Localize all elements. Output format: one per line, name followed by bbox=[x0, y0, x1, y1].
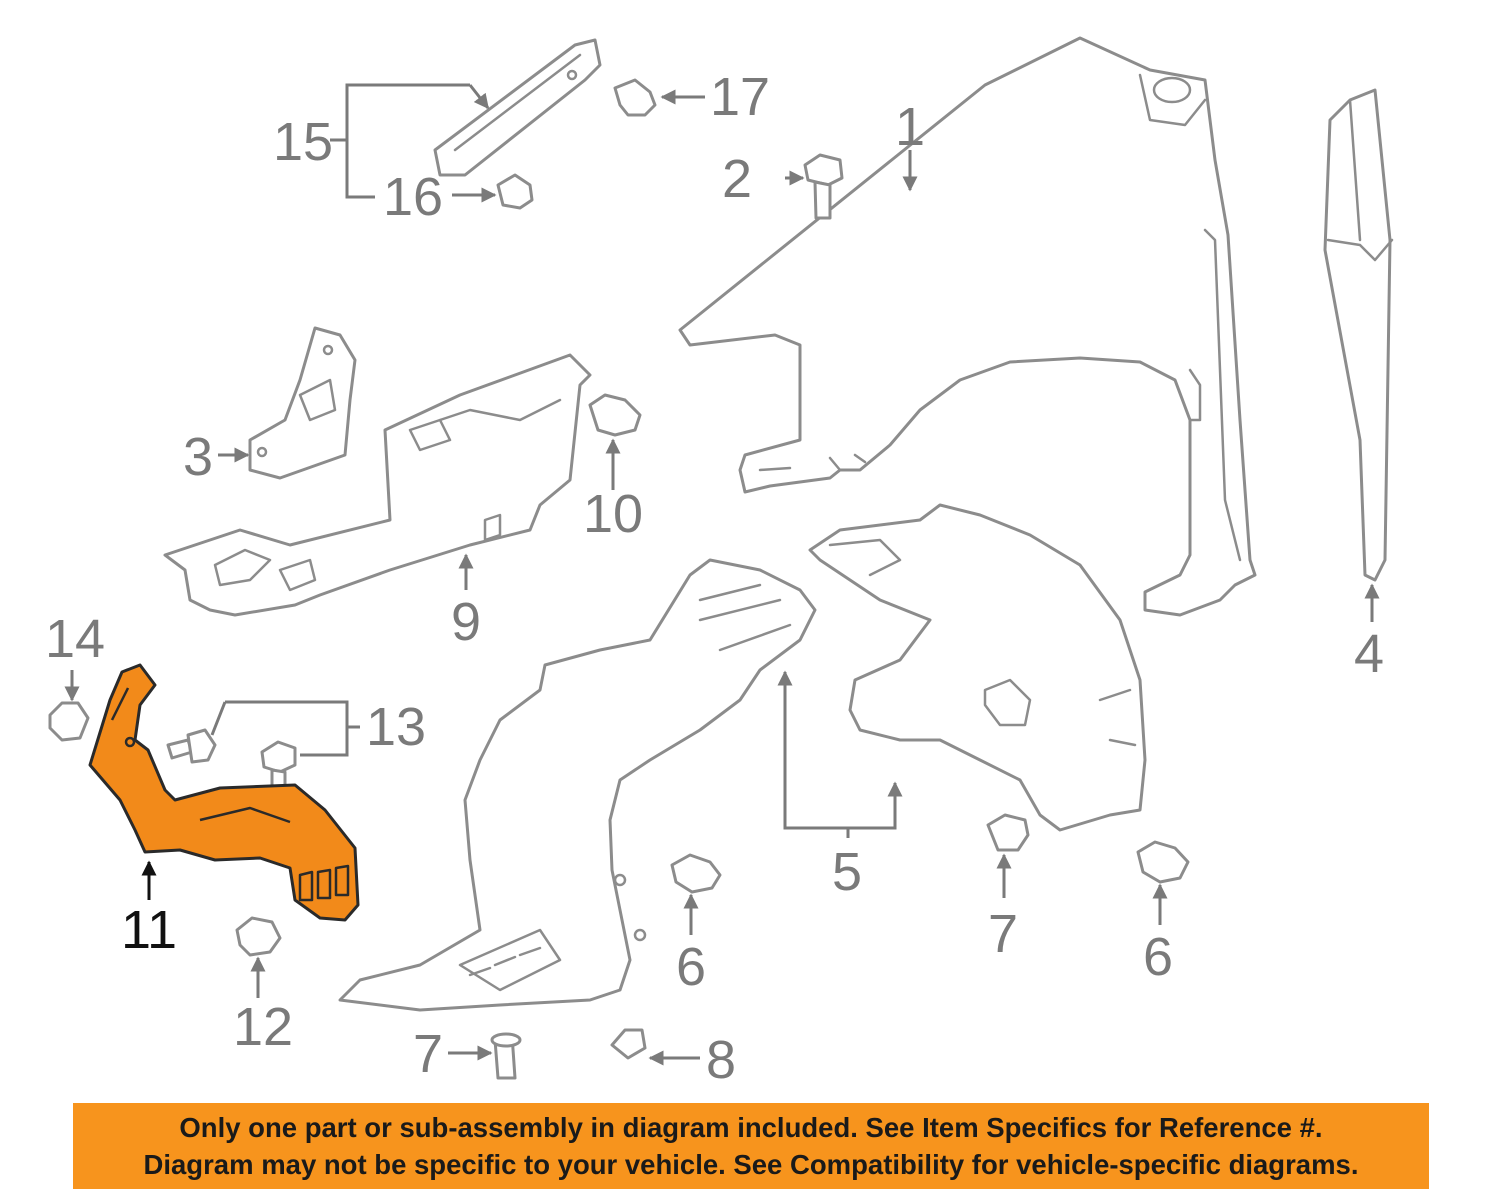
callout-13: 13 bbox=[366, 697, 426, 757]
liner-part-5 bbox=[338, 503, 1147, 1012]
bracket-part-15 bbox=[433, 38, 602, 177]
clip-part-7-bottom bbox=[490, 1032, 522, 1080]
callout-7-right: 7 bbox=[988, 904, 1018, 964]
clip-part-7-right bbox=[986, 813, 1030, 852]
clip-part-17 bbox=[613, 78, 657, 117]
callout-7-bottom: 7 bbox=[413, 1024, 443, 1080]
callout-14: 14 bbox=[45, 609, 105, 669]
callout-4: 4 bbox=[1354, 624, 1384, 684]
callout-10: 10 bbox=[583, 484, 643, 544]
disclaimer-banner: Only one part or sub-assembly in diagram… bbox=[73, 1103, 1429, 1189]
callout-8: 8 bbox=[706, 1030, 736, 1080]
bolt-part-2 bbox=[803, 153, 844, 220]
clip-part-10 bbox=[588, 393, 642, 437]
clip-part-12 bbox=[235, 916, 282, 957]
nut-part-14 bbox=[48, 701, 90, 742]
callout-3: 3 bbox=[183, 427, 213, 487]
seal-part-4 bbox=[1323, 88, 1394, 582]
callout-9: 9 bbox=[451, 592, 481, 652]
callout-2: 2 bbox=[722, 149, 752, 209]
bolt-part-13-left bbox=[166, 728, 217, 764]
callout-12: 12 bbox=[233, 997, 293, 1057]
callout-17: 17 bbox=[710, 67, 770, 127]
callout-11: 11 bbox=[121, 900, 177, 960]
clip-part-6-left bbox=[670, 853, 722, 894]
bracket-part-11-highlighted bbox=[88, 663, 360, 922]
clip-part-6-right bbox=[1136, 840, 1190, 884]
callout-5: 5 bbox=[832, 842, 862, 902]
nut-part-8 bbox=[610, 1028, 647, 1060]
disclaimer-line-1: Only one part or sub-assembly in diagram… bbox=[179, 1112, 1323, 1143]
leader-lines bbox=[64, 83, 1380, 1066]
callout-labels: 1 2 3 4 5 6 6 7 7 8 9 10 11 12 13 14 15 … bbox=[45, 67, 1384, 1080]
callout-16: 16 bbox=[383, 167, 443, 227]
disclaimer-line-2: Diagram may not be specific to your vehi… bbox=[143, 1149, 1359, 1180]
bracket-part-3 bbox=[248, 326, 357, 480]
parts-diagram: 1 2 3 4 5 6 6 7 7 8 9 10 11 12 13 14 15 … bbox=[45, 36, 1394, 1080]
callout-6-left: 6 bbox=[676, 937, 706, 997]
fender-part-1 bbox=[678, 36, 1257, 617]
shield-part-9 bbox=[163, 353, 592, 617]
callout-6-right: 6 bbox=[1143, 927, 1173, 987]
callout-15: 15 bbox=[273, 112, 333, 172]
callout-1: 1 bbox=[895, 97, 925, 157]
clip-part-16 bbox=[496, 173, 534, 210]
